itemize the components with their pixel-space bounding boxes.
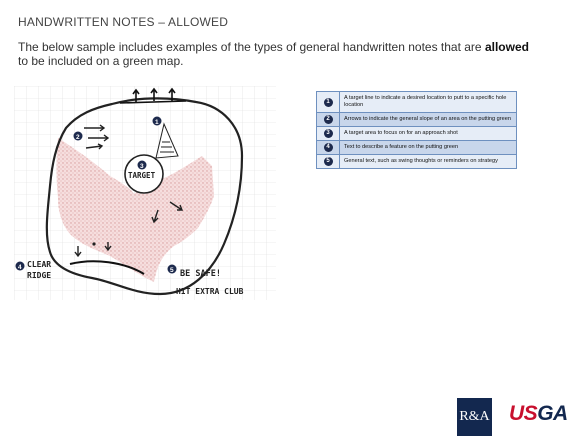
green-outline [45, 97, 244, 296]
marker-1: 1 [152, 116, 162, 126]
ra-logo: R&A [457, 398, 492, 436]
ridge-line [69, 260, 145, 275]
slope-area [56, 138, 214, 282]
target-label: TARGET [128, 171, 156, 180]
legend-number-4: 4 [323, 143, 333, 152]
usga-logo-ga: GA [537, 402, 568, 425]
legend-number-2: 2 [323, 115, 333, 124]
marker-5-label: 5 [170, 267, 174, 274]
marker-4-label: 4 [18, 264, 22, 271]
legend-text-3: A target area to focus on for an approac… [339, 126, 517, 141]
intro-after: to be included on a green map. [18, 53, 184, 68]
marker-3: 3 [137, 160, 147, 170]
marker-1-label: 1 [155, 119, 159, 126]
legend-number-1: 1 [323, 97, 333, 107]
usga-logo-us: US [509, 402, 538, 425]
intro-before: The below sample includes examples of th… [18, 40, 485, 54]
legend-text-5: General text, such as swing thoughts or … [339, 154, 517, 169]
legend-row-5: 5 General text, such as swing thoughts o… [316, 154, 517, 169]
legend-text-2: Arrows to indicate the general slope of … [339, 112, 517, 127]
intro-bold: allowed [484, 40, 529, 54]
legend-row-1: 1 A target line to indicate a desired lo… [316, 91, 517, 113]
marker-4: 4 [15, 261, 25, 271]
flag-icon [155, 122, 179, 159]
legend-text-4: Text to describe a feature on the puttin… [339, 140, 517, 155]
intro-text: The below sample includes examples of th… [18, 40, 538, 68]
slope-arrows [74, 124, 184, 258]
hit-extra-club-text: HIT EXTRA CLUB [176, 287, 244, 296]
target-circle [124, 154, 164, 194]
legend-row-3: 3 A target area to focus on for an appro… [316, 126, 517, 141]
legend-number-5: 5 [323, 157, 333, 166]
legend-text-1: A target line to indicate a desired loca… [339, 91, 517, 113]
marker-3-label: 3 [140, 163, 144, 170]
clear-text: CLEAR [27, 260, 51, 269]
be-safe-text: BE SAFE! [180, 269, 221, 279]
legend-row-2: 2 Arrows to indicate the general slope o… [316, 112, 517, 127]
legend-number-3: 3 [323, 129, 333, 138]
ball-dot [92, 242, 96, 246]
target-line [119, 87, 187, 104]
green-map-sketch: TARGET 1 2 3 4 5 CLEAR RIDGE BE SAFE! HI… [14, 86, 276, 300]
marker-2-label: 2 [76, 134, 80, 141]
ridge-text: RIDGE [27, 271, 51, 280]
marker-5: 5 [167, 264, 177, 274]
page-title: HANDWRITTEN NOTES – ALLOWED [18, 15, 229, 29]
usga-logo: USGA [509, 402, 568, 426]
legend-table: 1 A target line to indicate a desired lo… [316, 91, 517, 169]
legend-row-4: 4 Text to describe a feature on the putt… [316, 140, 517, 155]
marker-2: 2 [73, 131, 83, 141]
